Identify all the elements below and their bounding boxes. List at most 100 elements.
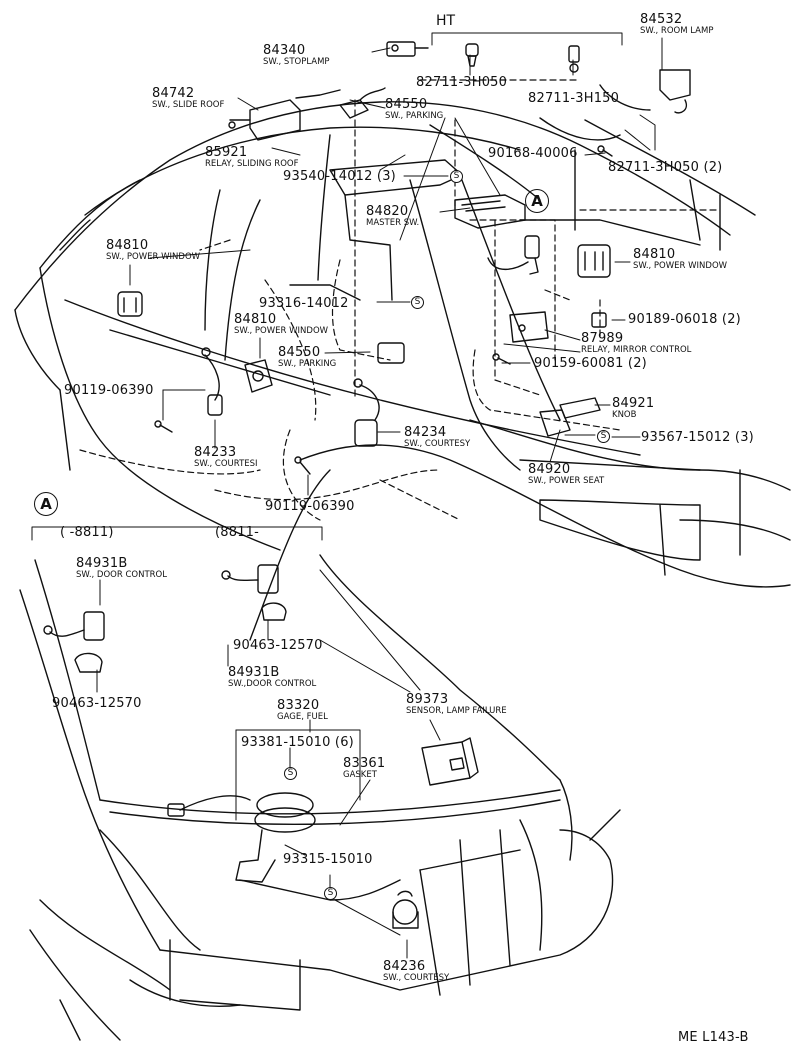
part-84820: 84820 MASTER SW. [366,205,419,228]
part-number: 84550 [385,97,428,112]
part-90463-right: 90463-12570 [233,639,323,652]
part-84340: 84340 SW., STOPLAMP [263,44,330,67]
part-90463-left: 90463-12570 [52,697,142,710]
master-switch-drawing [454,194,526,229]
part-number: 84236 [383,959,426,974]
part-number: 93316-14012 [259,296,349,311]
part-number: 93315-15010 [283,852,373,867]
part-description: GASKET [343,770,377,780]
figure-code: ME L143-B [678,1030,749,1045]
part-84532: 84532 SW., ROOM LAMP [640,13,713,36]
part-83320: 83320 GAGE, FUEL [277,699,328,722]
part-84921: 84921 KNOB [612,397,654,420]
part-description: SW., SLIDE ROOF [152,100,225,110]
s-mark: S [450,170,463,183]
part-84810-left: 84810 SW., POWER WINDOW [106,239,200,262]
part-84233: 84233 SW., COURTESI [194,446,258,469]
part-description: SW., DOOR CONTROL [76,570,167,580]
part-84810-right: 84810 SW., POWER WINDOW [633,248,727,271]
power-window-switch-right-drawing [577,244,611,278]
part-90159: 90159-60081 (2) [534,357,647,370]
part-description: SW., COURTESY [404,439,471,449]
power-window-switch-mid-drawing [244,359,273,393]
part-number: 84234 [404,425,447,440]
part-90168: 90168-40006 [488,147,578,160]
part-description: SW., POWER SEAT [528,476,605,486]
part-description: SW.,DOOR CONTROL [228,679,317,689]
part-description: RELAY, MIRROR CONTROL [581,345,692,355]
part-number: 90159-60081 (2) [534,356,647,371]
courtesy-switch-bottom-drawing [392,890,419,929]
part-number: 84931B [76,556,128,571]
part-description: SW., PARKING [385,111,444,121]
part-number: 84742 [152,86,195,101]
parking-switch-mid-drawing [377,342,405,364]
part-description: SW., PARKING [278,359,337,369]
part-number: 93540-14012 (3) [283,169,396,184]
part-number: 89373 [406,692,449,707]
part-93540: 93540-14012 (3) [283,170,396,183]
part-82711-3h150: 82711-3H150 [528,92,619,105]
part-83361: 83361 GASKET [343,757,385,780]
part-93315: 93315-15010 [283,853,373,866]
wire-harness-drawing [487,84,651,275]
part-number: 84340 [263,43,306,58]
part-description: SW., COURTESI [194,459,258,469]
part-84920: 84920 SW., POWER SEAT [528,463,604,486]
s-mark: S [284,767,297,780]
power-window-switch-left-drawing [117,291,143,317]
part-85921: 85921 RELAY, SLIDING ROOF [205,146,298,169]
part-number: 93381-15010 (6) [241,735,354,750]
part-number: 84532 [640,12,683,27]
fuel-gage-drawing [167,792,316,883]
part-number: 84931B [228,665,280,680]
part-description: SW., POWER WINDOW [234,326,329,336]
parking-switch-top-drawing [339,87,386,119]
leader-lines [31,32,663,959]
part-89373: 89373 SENSOR, LAMP FAILURE [406,693,507,716]
part-number: 84920 [528,462,571,477]
part-84931b-right: 84931B SW.,DOOR CONTROL [228,666,316,689]
part-number: 82711-3H150 [528,91,620,106]
range-after: (8811- [215,525,260,540]
part-93316: 93316-14012 [259,297,349,310]
part-93567: 93567-15012 (3) [641,431,754,444]
part-82711-3h050: 82711-3H050 [416,76,507,89]
part-84236: 84236 SW., COURTESY [383,960,449,983]
part-number: 90119-06390 [265,499,355,514]
part-number: 90463-12570 [233,638,323,653]
ht-label: HT [436,13,456,29]
part-82711-3h050-2: 82711-3H050 (2) [608,161,722,174]
part-84234: 84234 SW., COURTESY [404,426,470,449]
part-number: 90119-06390 [64,383,154,398]
courtesy-switch-left-drawing [201,347,223,416]
part-description: SW., ROOM LAMP [640,26,714,36]
part-number: 84810 [106,238,149,253]
part-93381: 93381-15010 (6) [241,736,354,749]
bulb-drawing-b [568,45,580,73]
part-number: 90463-12570 [52,696,142,711]
s-mark: S [324,887,337,900]
dashed-guides [79,79,721,521]
slide-roof-switch-drawing [228,89,341,141]
part-number: 90189-06018 (2) [628,312,741,327]
part-description: GAGE, FUEL [277,712,328,722]
range-before: ( -8811) [60,525,114,540]
part-description: SENSOR, LAMP FAILURE [406,706,507,716]
part-description: SW., POWER WINDOW [633,261,728,271]
part-number: 84820 [366,204,409,219]
part-number: 84921 [612,396,655,411]
part-90189: 90189-06018 (2) [628,313,741,326]
door-control-switch-left-drawing [43,611,105,673]
part-description: SW., COURTESY [383,973,450,983]
part-description: SW., STOPLAMP [263,57,330,67]
part-description: MASTER SW. [366,218,420,228]
part-84742: 84742 SW., SLIDE ROOF [152,87,224,110]
part-90119-top: 90119-06390 [64,384,154,397]
part-number: 87989 [581,331,624,346]
s-mark: S [411,296,424,309]
part-number: 85921 [205,145,248,160]
part-number: 84233 [194,445,237,460]
